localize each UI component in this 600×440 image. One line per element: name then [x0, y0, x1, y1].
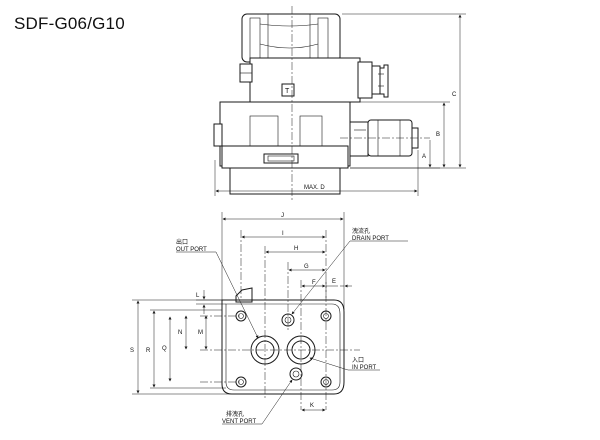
- pilot-valve: T: [239, 57, 389, 103]
- bottom-body: [221, 299, 345, 395]
- vent-port-hole: [289, 367, 303, 381]
- dim-n: N: [178, 315, 188, 350]
- dim-b-label: B: [436, 132, 440, 138]
- dim-j-label: J: [281, 213, 284, 219]
- drain-port-callout: 洩流孔 DRAIN PORT: [291, 227, 408, 315]
- side-view: T MAX. D: [213, 6, 466, 200]
- vent-port-en: VENT PORT: [222, 419, 256, 425]
- dim-a-label: A: [422, 154, 426, 160]
- dim-j: J: [221, 212, 345, 310]
- bottom-view: J I H G F E: [130, 212, 408, 425]
- solenoid-cover: [241, 13, 341, 63]
- dim-g-label: G: [304, 264, 309, 270]
- in-port-cn: 入口: [352, 357, 364, 364]
- dim-q-label: Q: [162, 346, 167, 352]
- dim-m-label: M: [198, 330, 203, 336]
- in-port-en: IN PORT: [352, 365, 377, 371]
- dim-c-label: C: [452, 92, 457, 98]
- dim-m: M: [198, 315, 208, 350]
- drain-port-en: DRAIN PORT: [352, 236, 389, 242]
- dim-e-label: E: [332, 279, 336, 285]
- vent-port-callout: 排洩孔 VENT PORT: [222, 379, 293, 425]
- dim-q: Q: [162, 316, 172, 382]
- dim-s: S: [130, 299, 232, 395]
- vent-port-cn: 排洩孔: [226, 410, 244, 418]
- out-port-en: OUT PORT: [176, 247, 207, 253]
- dim-s-label: S: [130, 348, 134, 354]
- main-valve-body: [213, 101, 419, 195]
- in-port-callout: 入口 IN PORT: [309, 357, 380, 371]
- dim-b: B: [360, 101, 450, 168]
- dim-i: I: [241, 231, 326, 239]
- dim-k-label: K: [310, 403, 314, 409]
- dim-r: R: [146, 309, 226, 389]
- drain-port-cn: 洩流孔: [352, 227, 370, 235]
- dim-r-label: R: [146, 348, 151, 354]
- dim-n-label: N: [178, 330, 182, 336]
- dim-f: F: [301, 280, 326, 288]
- dim-e: E: [326, 279, 352, 288]
- dim-h-label: H: [294, 246, 298, 252]
- dim-k: K: [301, 403, 326, 412]
- dim-max-d: MAX. D: [214, 150, 419, 196]
- out-port-cn: 出口: [176, 238, 188, 246]
- dim-l-label: L: [196, 293, 200, 299]
- dim-i-label: I: [282, 231, 284, 237]
- out-port-callout: 出口 OUT PORT: [176, 238, 259, 339]
- solenoid-mark-box: [281, 83, 295, 97]
- page-title: SDF-G06/G10: [14, 14, 125, 33]
- solenoid-mark: T: [285, 88, 290, 95]
- dim-g: G: [288, 264, 326, 272]
- dim-max-d-label: MAX. D: [304, 185, 325, 191]
- dim-c: C: [342, 13, 466, 169]
- dim-f-label: F: [312, 280, 316, 286]
- dim-h: H: [265, 246, 326, 254]
